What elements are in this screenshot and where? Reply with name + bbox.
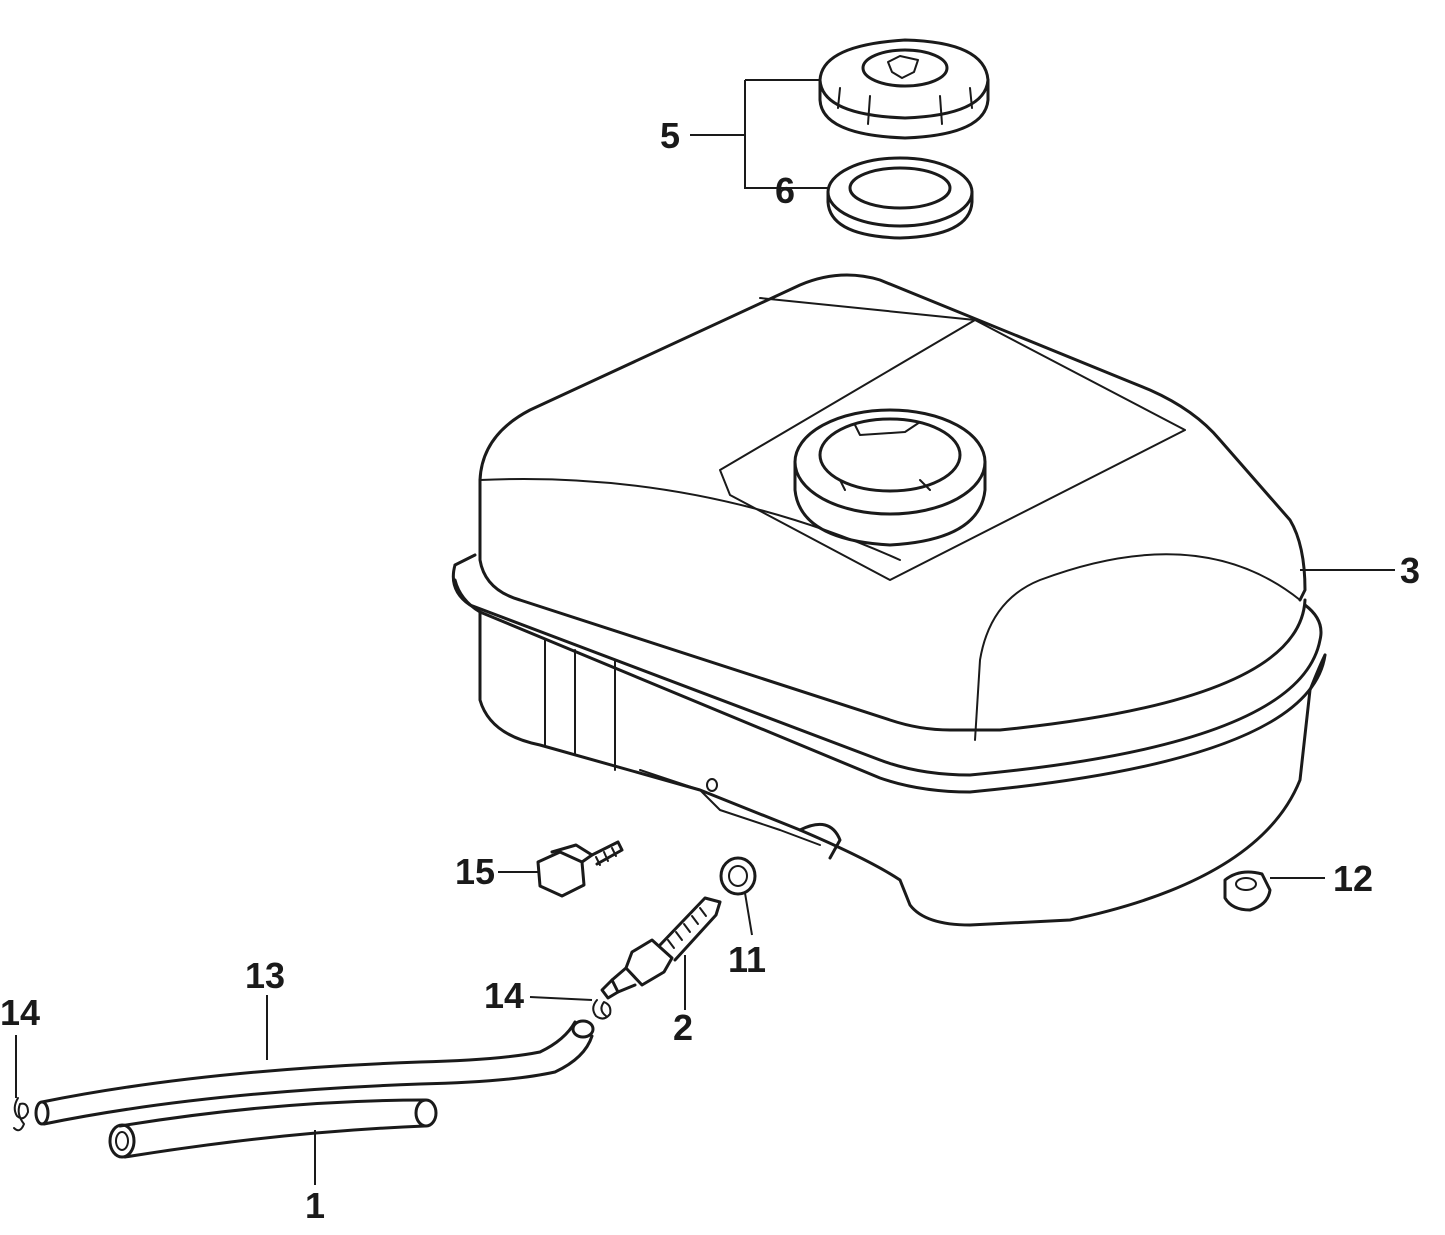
callout-1: 1 — [305, 1185, 325, 1226]
callout-3: 3 — [1400, 550, 1420, 591]
hose-clip — [592, 999, 612, 1020]
sealing-washer — [719, 856, 757, 896]
fuel-tank — [451, 273, 1327, 927]
leader-lines — [15, 79, 1395, 1185]
callout-15: 15 — [455, 851, 495, 892]
cap-gasket — [826, 156, 974, 240]
callout-11: 11 — [728, 939, 766, 980]
callout-14-left: 14 — [0, 992, 40, 1033]
plug-cap — [1223, 870, 1272, 912]
hose-clip-left — [13, 1097, 29, 1132]
fuel-strainer — [600, 896, 722, 1000]
callout-6: 6 — [775, 170, 795, 211]
fuel-tube — [34, 1019, 595, 1126]
leader-14 — [529, 996, 593, 1001]
callout-2: 2 — [673, 1007, 693, 1048]
callout-12: 12 — [1333, 858, 1373, 899]
flange-bolt — [536, 840, 624, 898]
fuel-cap — [818, 38, 990, 140]
leader-11 — [744, 892, 753, 936]
leader-5-6 — [690, 79, 828, 189]
callout-5: 5 — [660, 115, 680, 156]
callout-14: 14 — [484, 975, 524, 1016]
fuel-tube-short — [108, 1098, 438, 1159]
callouts: 5 6 3 12 15 11 2 14 13 1 14 — [0, 115, 1420, 1226]
callout-13: 13 — [245, 955, 285, 996]
